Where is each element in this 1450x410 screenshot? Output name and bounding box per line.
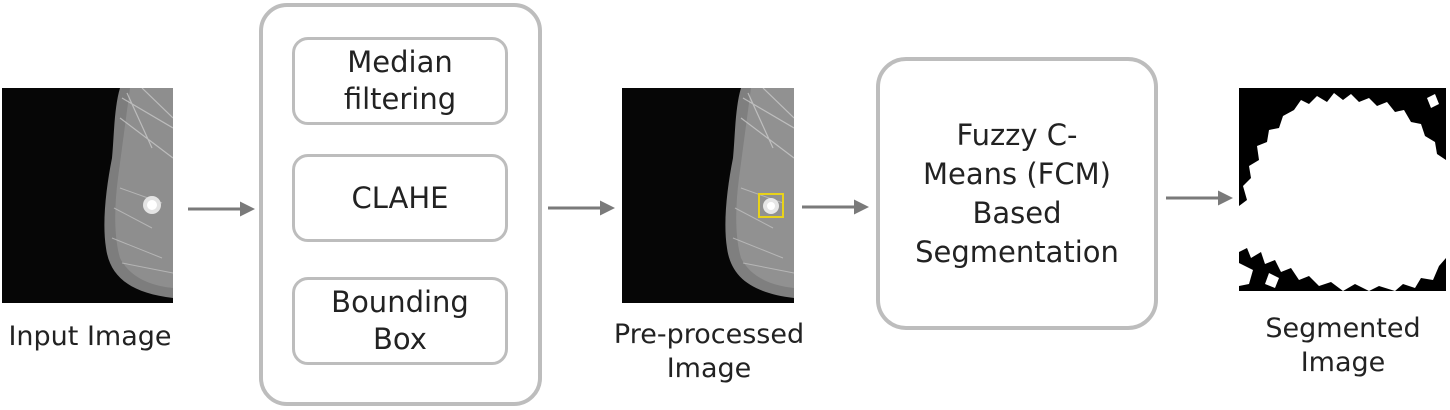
clahe-step: CLAHE: [292, 154, 508, 242]
input-image-caption: Input Image: [8, 321, 172, 352]
bounding-box-overlay: [758, 193, 784, 218]
preprocessed-mammogram-image: [622, 88, 794, 303]
segmented-output-image: [1239, 88, 1446, 291]
input-mammogram-image: [2, 88, 173, 303]
preprocessed-image-caption: Pre-processed Image: [613, 319, 805, 384]
segmented-image-caption: Segmented Image: [1265, 313, 1421, 378]
bounding-box-step: Bounding Box: [292, 277, 508, 365]
median-filtering-step: Median filtering: [292, 37, 508, 125]
fcm-segmentation-box: Fuzzy C- Means (FCM) Based Segmentation: [876, 57, 1158, 330]
